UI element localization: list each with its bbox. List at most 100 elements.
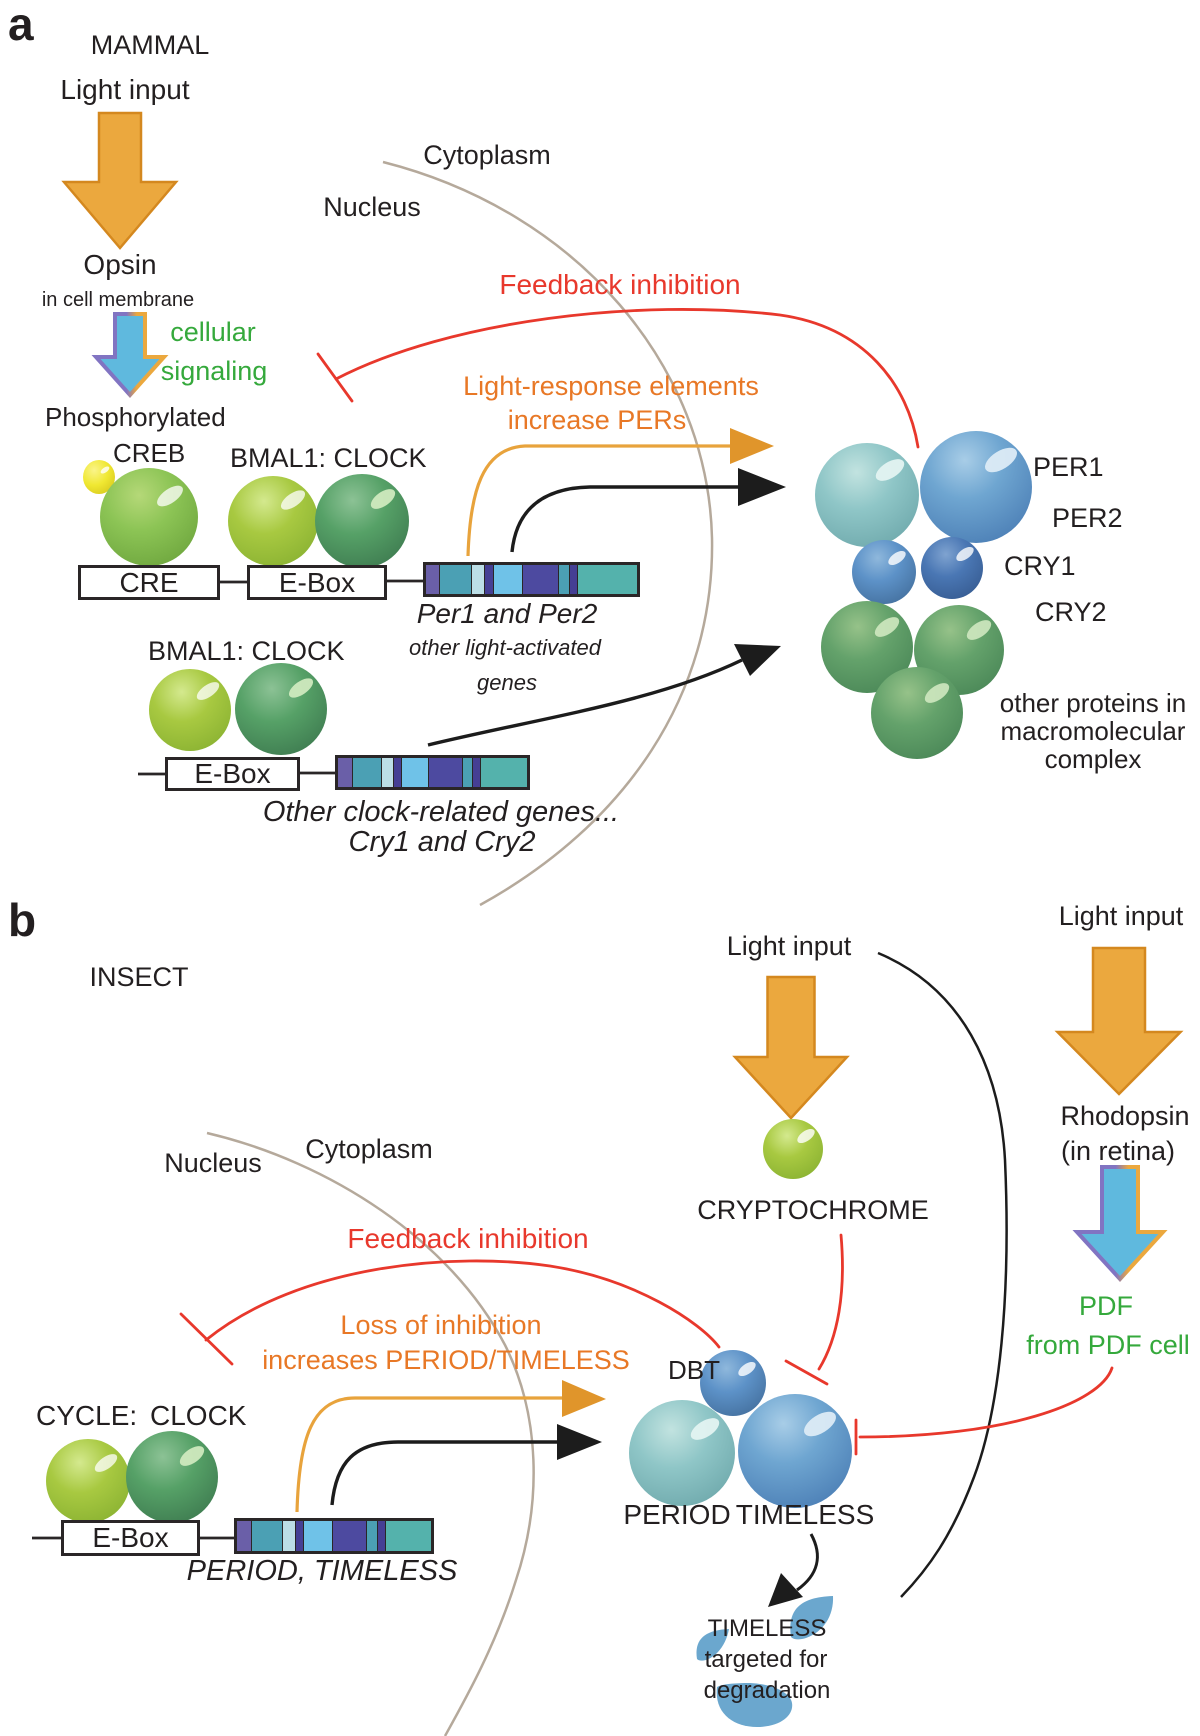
bmal1-circle-1 [228,476,318,566]
gene-segment [338,758,352,787]
degradation-line2: targeted for [704,1646,828,1673]
gene-segment [492,565,522,594]
timeless-fragments [696,1596,834,1727]
ebox-a1: E-Box [247,565,387,600]
panel-b-tag: b [8,894,37,946]
transcription-arrowhead-orange-a [730,428,774,464]
panel-a-title: MAMMAL [90,30,210,60]
gene-segment [472,758,480,787]
gene-segment [294,1521,304,1551]
cryptochrome-label: CRYPTOCHROME [697,1195,929,1225]
gene-segment [392,758,402,787]
light-input-label-a: Light input [60,74,190,105]
creb-circle [100,468,198,566]
translation-arrowhead-black-a2 [734,644,781,676]
other-proteins-line1: other proteins in [999,688,1187,718]
cryptochrome-inhibition-line [817,1233,844,1371]
timeless-circle [738,1394,852,1508]
translation-arrowhead-black-a1 [738,468,786,506]
cry1-circle-shape [852,540,916,604]
cellular-signaling-line2: signaling [160,356,268,386]
highlight [956,546,974,562]
translation-arrow-black-a2 [427,658,743,747]
feedback-inhibition-label-a: Feedback inhibition [499,269,741,300]
cryptochrome-inhibition-tbar [784,1359,829,1386]
timeless-fragment-2 [696,1629,729,1661]
gene-segment [470,565,485,594]
highlight [94,1454,118,1472]
opsin-label: Opsin [83,249,157,280]
light-input-arrow-a-icon [61,111,179,250]
period-circle [629,1400,735,1506]
cytoplasm-label-b: Cytoplasm [305,1134,433,1164]
highlight [280,490,306,510]
loss-of-inhibition-line2: increases PERIOD/TIMELESS [262,1345,630,1375]
gene-segment [521,565,559,594]
ebox-b-label: E-Box [92,1522,169,1553]
highlight [875,459,905,481]
highlight [874,617,900,637]
light-input-label-b-mid: Light input [726,931,852,961]
cre-box-label: CRE [119,566,179,598]
opsin-location-label: in cell membrane [41,289,195,311]
gene-segment [479,758,527,787]
highlight [924,683,950,703]
gene-segment [365,1521,377,1551]
gene-segment [351,758,381,787]
ebox-b: E-Box [61,1520,200,1556]
highlight [738,1361,756,1377]
pdf-label-line1: PDF [1079,1291,1133,1321]
cellular-signaling-line1: cellular [170,317,256,347]
bmal1-circle-2 [149,669,231,751]
per2-label: PER2 [1052,503,1123,533]
clock-label-b: CLOCK [150,1400,247,1431]
clock-circle-b [126,1431,218,1523]
period-label: PERIOD [623,1499,731,1530]
pdf-label-line2: from PDF cell [1026,1330,1190,1360]
timeless-label: TIMELESS [735,1499,875,1530]
light-input-arrow-b-mid-icon [732,975,850,1120]
highlight [888,550,906,566]
bmal1-clock-label-2: BMAL1: CLOCK [148,636,345,666]
other-proteins-line2: macromolecular [1000,716,1186,746]
per1-per2-gene-label: Per1 and Per2 [416,598,598,629]
creb-label: CREB [113,438,186,468]
highlight [804,1411,836,1437]
gene-segment [428,758,462,787]
gene-segment [439,565,471,594]
clock-circle-2 [235,663,327,755]
gene-segment [461,758,473,787]
gene-segment [380,758,393,787]
other-proteins-line3: complex [1044,744,1142,774]
cell-boundary-arc-b [877,951,1008,1598]
nuclear-membrane-arc-b [206,1131,535,1736]
cryptochrome-circle [763,1119,823,1179]
highlight [100,466,110,474]
ebox-a1-label: E-Box [278,566,356,598]
gene-segment [558,565,569,594]
translation-arrowhead-black-b [557,1424,602,1460]
transcription-arrowhead-orange-b [562,1380,606,1417]
cry1-cry2-gene-label: Cry1 and Cry2 [348,826,536,858]
degradation-line3: degradation [703,1677,831,1704]
cycle-label: CYCLE: [36,1400,138,1431]
light-response-line1: Light-response elements [463,371,759,401]
per1-per2-circle [920,431,1032,543]
feedback-inhibition-label-b: Feedback inhibition [347,1223,589,1254]
gene-segment [237,1521,251,1551]
cellular-signaling-arrow-icon [91,312,169,398]
highlight [370,489,396,509]
gene-segment [332,1521,366,1551]
gene-segment [281,1521,295,1551]
gene-bar-b [234,1518,434,1554]
per-teal-circle [815,443,919,547]
feedback-curve-a [334,308,920,449]
gene-segment [568,565,578,594]
other-light-activated-label: other light-activated [409,635,601,660]
cry2-circle-shape [921,537,983,599]
gene-segment [426,565,440,594]
highlight [157,485,183,507]
gene-segment [385,1521,431,1551]
